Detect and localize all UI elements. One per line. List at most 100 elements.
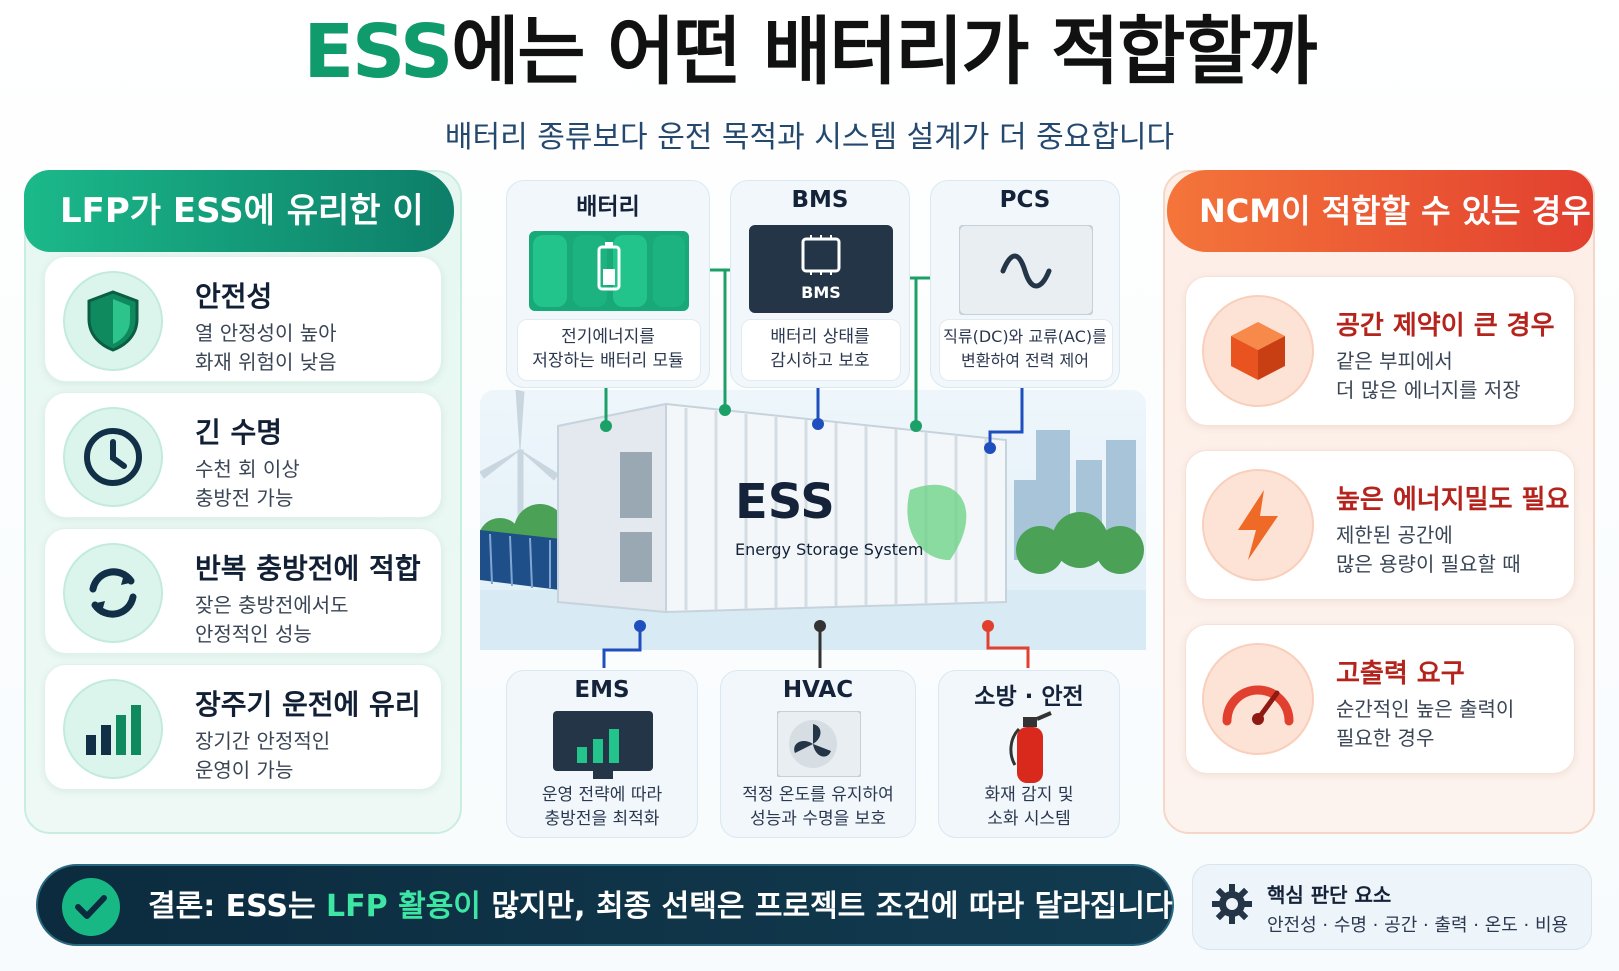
title-highlight: ESS: [303, 9, 453, 95]
conclusion-suffix: 많지만, 최종 선택은 프로젝트 조건에 따라 달라집니다: [480, 889, 1173, 924]
component-desc-line: 소화 시스템: [987, 809, 1071, 829]
ess-container-label: ESS: [735, 474, 835, 530]
card-title: 안전성: [195, 280, 273, 313]
cube-icon: [1202, 295, 1314, 407]
component-desc-line: 저장하는 배터리 모듈: [532, 351, 684, 371]
component-desc-line: 직류(DC)와 교류(AC)를: [943, 327, 1107, 346]
card-desc-line: 같은 부피에서: [1336, 349, 1453, 373]
page-title: ESS에는 어떤 배터리가 적합할까: [0, 13, 1619, 92]
component-desc-box: [517, 319, 701, 381]
card-desc-line: 장기간 안정적인: [195, 729, 331, 753]
refresh-icon: [63, 543, 163, 643]
battery-module-icon: [529, 231, 689, 311]
card-desc-line: 열 안정성이 높아: [195, 321, 337, 345]
solar-panel-icon: [480, 530, 570, 590]
card-desc-line: 많은 용량이 필요할 때: [1336, 552, 1521, 576]
component-desc-line: 적정 온도를 유지하여: [742, 785, 894, 805]
card-title: 긴 수명: [195, 416, 283, 449]
component-label: 소방 · 안전: [974, 684, 1084, 710]
ess-container: [557, 402, 1007, 614]
component-desc-line: 배터리 상태를: [770, 327, 870, 347]
card-desc-line: 운영이 가능: [195, 758, 294, 782]
conclusion-banner: 결론: ESS는 LFP 활용이 많지만, 최종 선택은 프로젝트 조건에 따라…: [36, 864, 1174, 946]
ess-scene: [480, 390, 1146, 650]
pcs-inverter-icon: [959, 225, 1093, 315]
card-desc-line: 화재 위험이 낮음: [195, 350, 337, 374]
conclusion-highlight: LFP 활용이: [326, 889, 481, 924]
card-title: 공간 제약이 큰 경우: [1336, 311, 1555, 341]
page-subtitle: 배터리 종류보다 운전 목적과 시스템 설계가 더 중요합니다: [444, 120, 1175, 155]
card-desc-line: 순간적인 높은 출력이: [1336, 697, 1515, 721]
card-desc-line: 수천 회 이상: [195, 457, 300, 481]
component-label: EMS: [574, 677, 630, 703]
check-icon: [62, 878, 120, 936]
conclusion-text: 결론: ESS는 LFP 활용이 많지만, 최종 선택은 프로젝트 조건에 따라…: [148, 866, 1173, 948]
card-desc-line: 제한된 공간에: [1336, 523, 1453, 547]
fan-icon: [777, 711, 861, 777]
lfp-banner: LFP가 ESS에 유리한 이유: [24, 170, 454, 313]
component-desc-line: 화재 감지 및: [984, 785, 1074, 805]
component-desc-box: [741, 319, 901, 381]
key-factors-box: 핵심 판단 요소 안전성 · 수명 · 공간 · 출력 · 온도 · 비용: [1192, 864, 1592, 950]
bar-chart-icon: [63, 679, 163, 779]
card-desc-line: 더 많은 에너지를 저장: [1336, 378, 1521, 402]
component-desc-box: [939, 319, 1113, 381]
component-desc-line: 감시하고 보호: [770, 351, 870, 371]
card-title: 높은 에너지밀도 필요: [1336, 485, 1570, 515]
component-label: BMS: [791, 187, 849, 213]
key-factors-title: 핵심 판단 요소: [1267, 883, 1392, 907]
clock-icon: [63, 407, 163, 507]
bms-badge: BMS: [801, 283, 841, 302]
card-desc-line: 필요한 경우: [1336, 726, 1435, 750]
leaf-icon: [907, 484, 967, 560]
component-desc-line: 변환하여 전력 제어: [961, 351, 1089, 370]
card-title: 장주기 운전에 유리: [195, 688, 421, 721]
fire-extinguisher-icon: [1009, 711, 1052, 783]
component-desc-line: 운영 전략에 따라: [541, 785, 663, 805]
card-title: 반복 충방전에 적합: [195, 552, 421, 585]
bms-unit-icon: [749, 225, 893, 313]
card-desc-line: 충방전 가능: [195, 486, 294, 510]
key-factors-list: 안전성 · 수명 · 공간 · 출력 · 온도 · 비용: [1267, 915, 1569, 936]
component-label: HVAC: [782, 677, 854, 703]
card-desc-line: 안정적인 성능: [195, 622, 312, 646]
card-title: 고출력 요구: [1336, 659, 1465, 689]
title-rest: 에는 어떤 배터리가 적합할까: [451, 9, 1317, 95]
component-desc-line: 충방전을 최적화: [544, 809, 660, 829]
component-label: PCS: [999, 187, 1051, 213]
conclusion-prefix: 결론: ESS는: [148, 889, 327, 924]
component-label: 배터리: [576, 194, 640, 220]
ncm-banner: NCM이 적합할 수 있는 경우: [1167, 170, 1593, 252]
shield-icon: [63, 271, 163, 371]
ess-container-sublabel: Energy Storage System: [735, 540, 924, 559]
component-desc-line: 성능과 수명을 보호: [750, 809, 886, 829]
component-desc-line: 전기에너지를: [561, 327, 655, 347]
gear-icon: [1212, 884, 1252, 924]
